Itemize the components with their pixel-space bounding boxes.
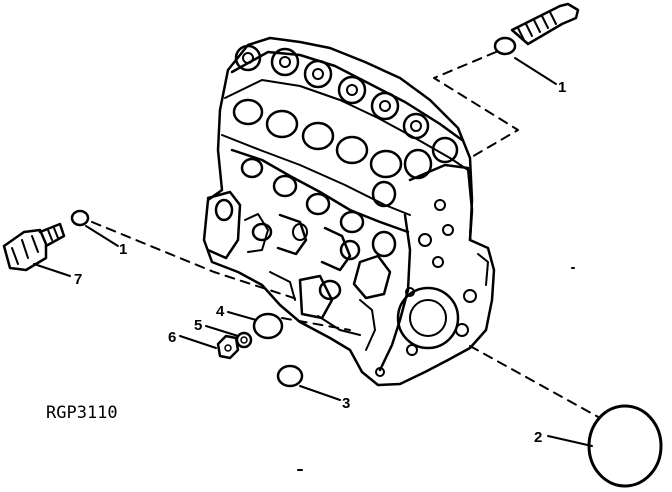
callout-1-left: 1 <box>119 241 127 258</box>
o-ring-4 <box>252 312 284 340</box>
callout-3: 3 <box>342 395 350 412</box>
plunger-bores <box>232 98 433 180</box>
injection-pump-body <box>202 36 496 387</box>
figure-reference: RGP3110 <box>46 403 118 423</box>
assembly-dashed-lines <box>91 51 601 419</box>
end-plate <box>359 163 489 377</box>
delivery-valve-holders <box>234 44 459 164</box>
lower-housing-details <box>206 148 410 336</box>
callout-1-top: 1 <box>558 79 566 96</box>
nut-6 <box>216 334 240 360</box>
leader-lines <box>33 57 593 447</box>
callout-6: 6 <box>168 329 176 346</box>
o-ring-1-left <box>70 209 90 227</box>
callout-7: 7 <box>74 271 82 288</box>
top-screw <box>510 2 580 46</box>
o-ring-1-top <box>493 36 517 56</box>
callout-5: 5 <box>194 317 202 334</box>
o-ring-3 <box>276 364 304 388</box>
fitting-7 <box>2 222 66 272</box>
callout-4: 4 <box>216 303 225 320</box>
washer-5 <box>235 331 253 349</box>
callout-2: 2 <box>534 429 542 446</box>
